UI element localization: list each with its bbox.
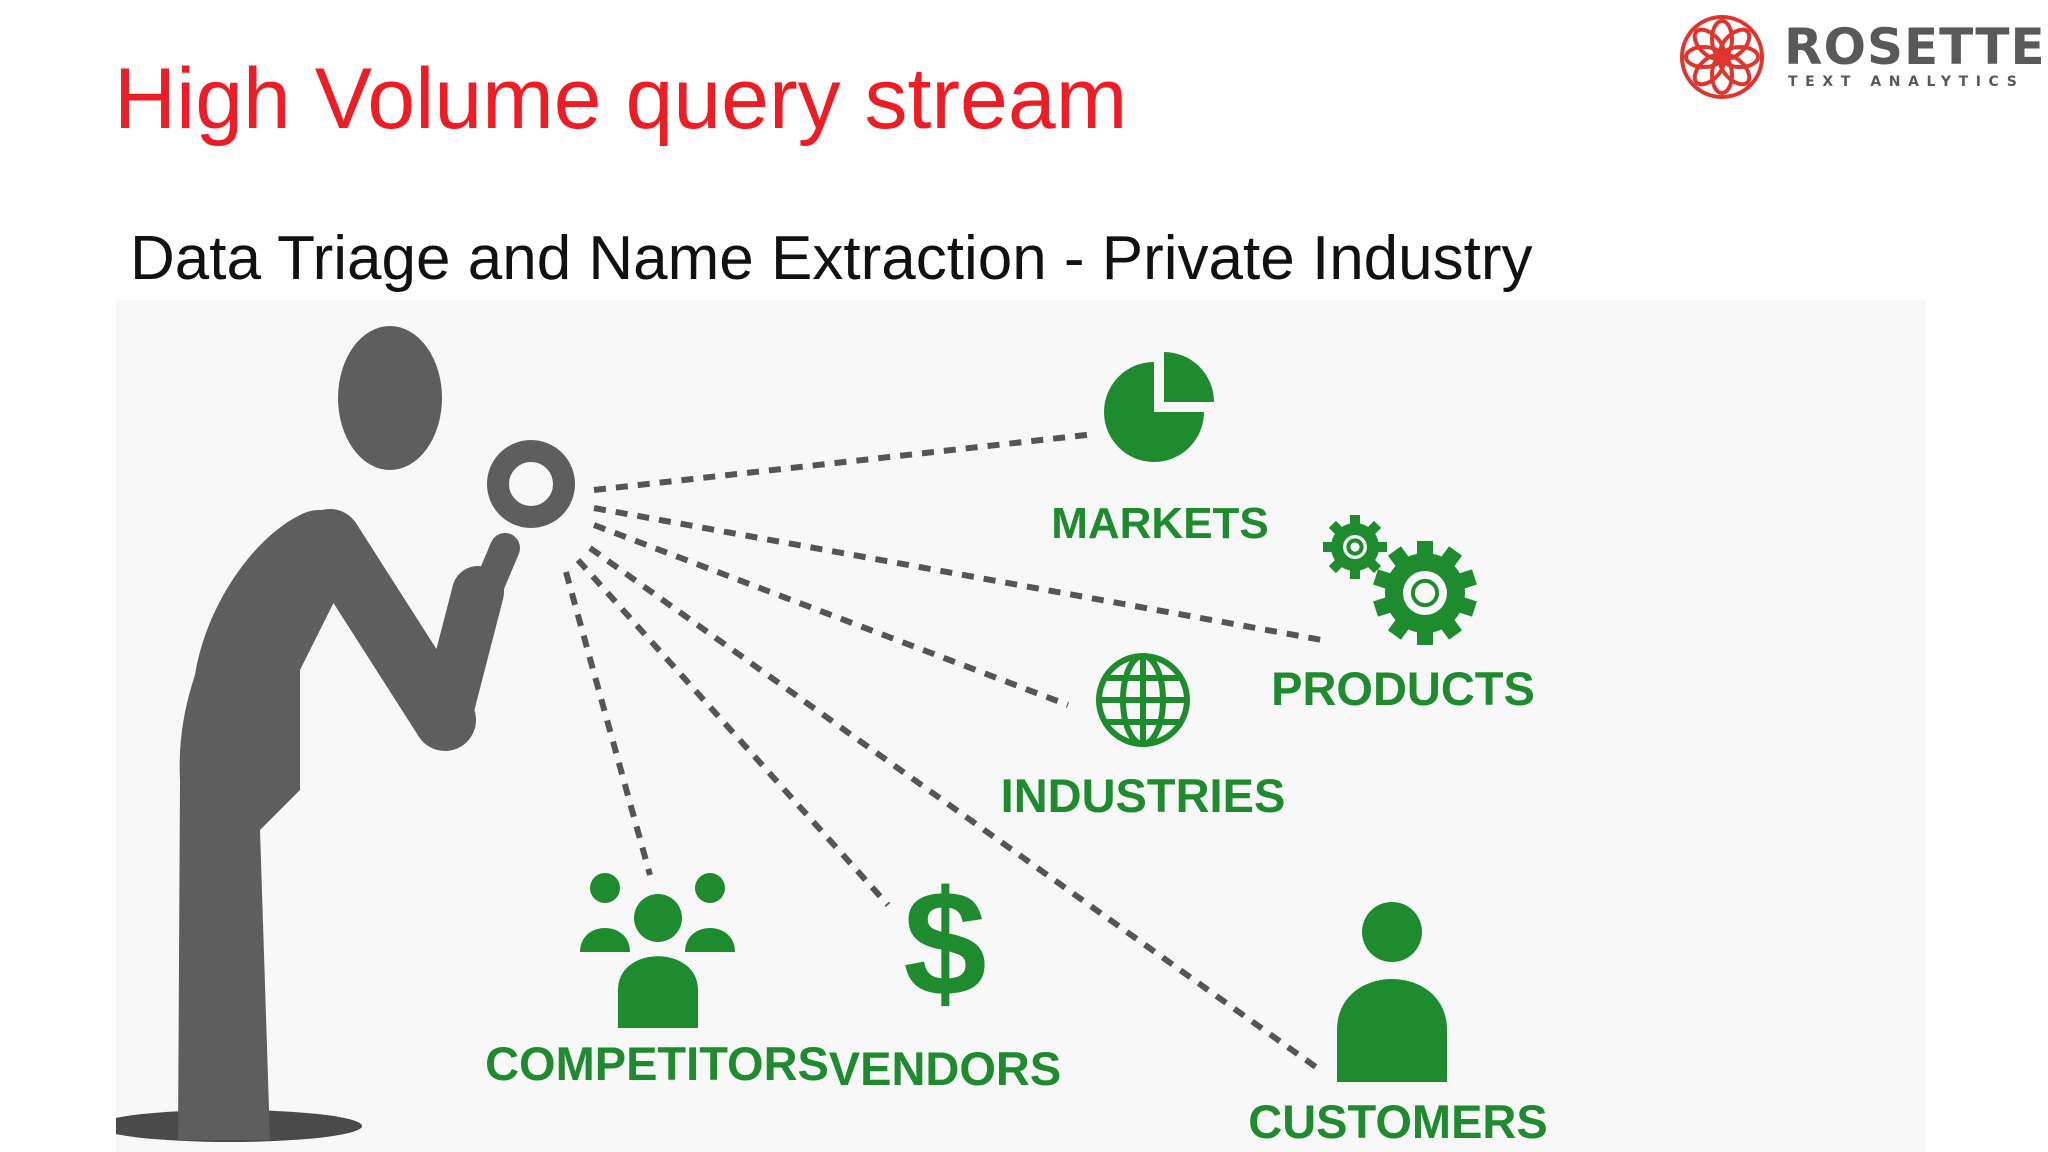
ray-competitors xyxy=(563,571,653,876)
logo-tagline: TEXT ANALYTICS xyxy=(1788,74,2025,90)
slide-title: High Volume query stream xyxy=(114,51,1128,147)
industries-label: INDUSTRIES xyxy=(1001,769,1286,822)
competitors-node: COMPETITORS xyxy=(485,873,829,1090)
rosette-logo: ROSETTE TEXT ANALYTICS xyxy=(1672,12,2045,102)
vendors-node: $ VENDORS xyxy=(829,859,1061,1095)
globe-icon xyxy=(1096,653,1190,747)
person-icon xyxy=(1337,902,1447,1082)
dotted-rays xyxy=(563,431,1323,1073)
ray-customers xyxy=(588,545,1322,1073)
ray-vendors xyxy=(575,557,891,908)
customers-node: CUSTOMERS xyxy=(1248,902,1548,1148)
person-with-magnifier-icon xyxy=(116,326,575,1142)
pie-chart-icon xyxy=(1104,352,1214,462)
rosette-flower-icon xyxy=(1680,15,1764,99)
diagram: MARKETS PRODUCTS INDUSTRIES CO xyxy=(116,300,1926,1152)
competitors-label: COMPETITORS xyxy=(485,1037,829,1090)
ray-industries xyxy=(592,522,1070,708)
products-node: PRODUCTS xyxy=(1271,515,1535,715)
ray-markets xyxy=(593,431,1096,493)
customers-label: CUSTOMERS xyxy=(1248,1095,1547,1148)
group-icon xyxy=(580,873,735,1028)
industries-node: INDUSTRIES xyxy=(1001,653,1286,822)
products-label: PRODUCTS xyxy=(1271,662,1535,715)
dollar-icon: $ xyxy=(903,859,986,1027)
logo-wordmark: ROSETTE xyxy=(1784,18,2046,76)
vendors-label: VENDORS xyxy=(829,1042,1061,1095)
gears-icon xyxy=(1323,515,1477,645)
markets-label: MARKETS xyxy=(1051,499,1269,548)
markets-node: MARKETS xyxy=(1051,352,1269,548)
ray-products xyxy=(593,505,1323,643)
slide-subtitle: Data Triage and Name Extraction - Privat… xyxy=(130,224,1533,293)
